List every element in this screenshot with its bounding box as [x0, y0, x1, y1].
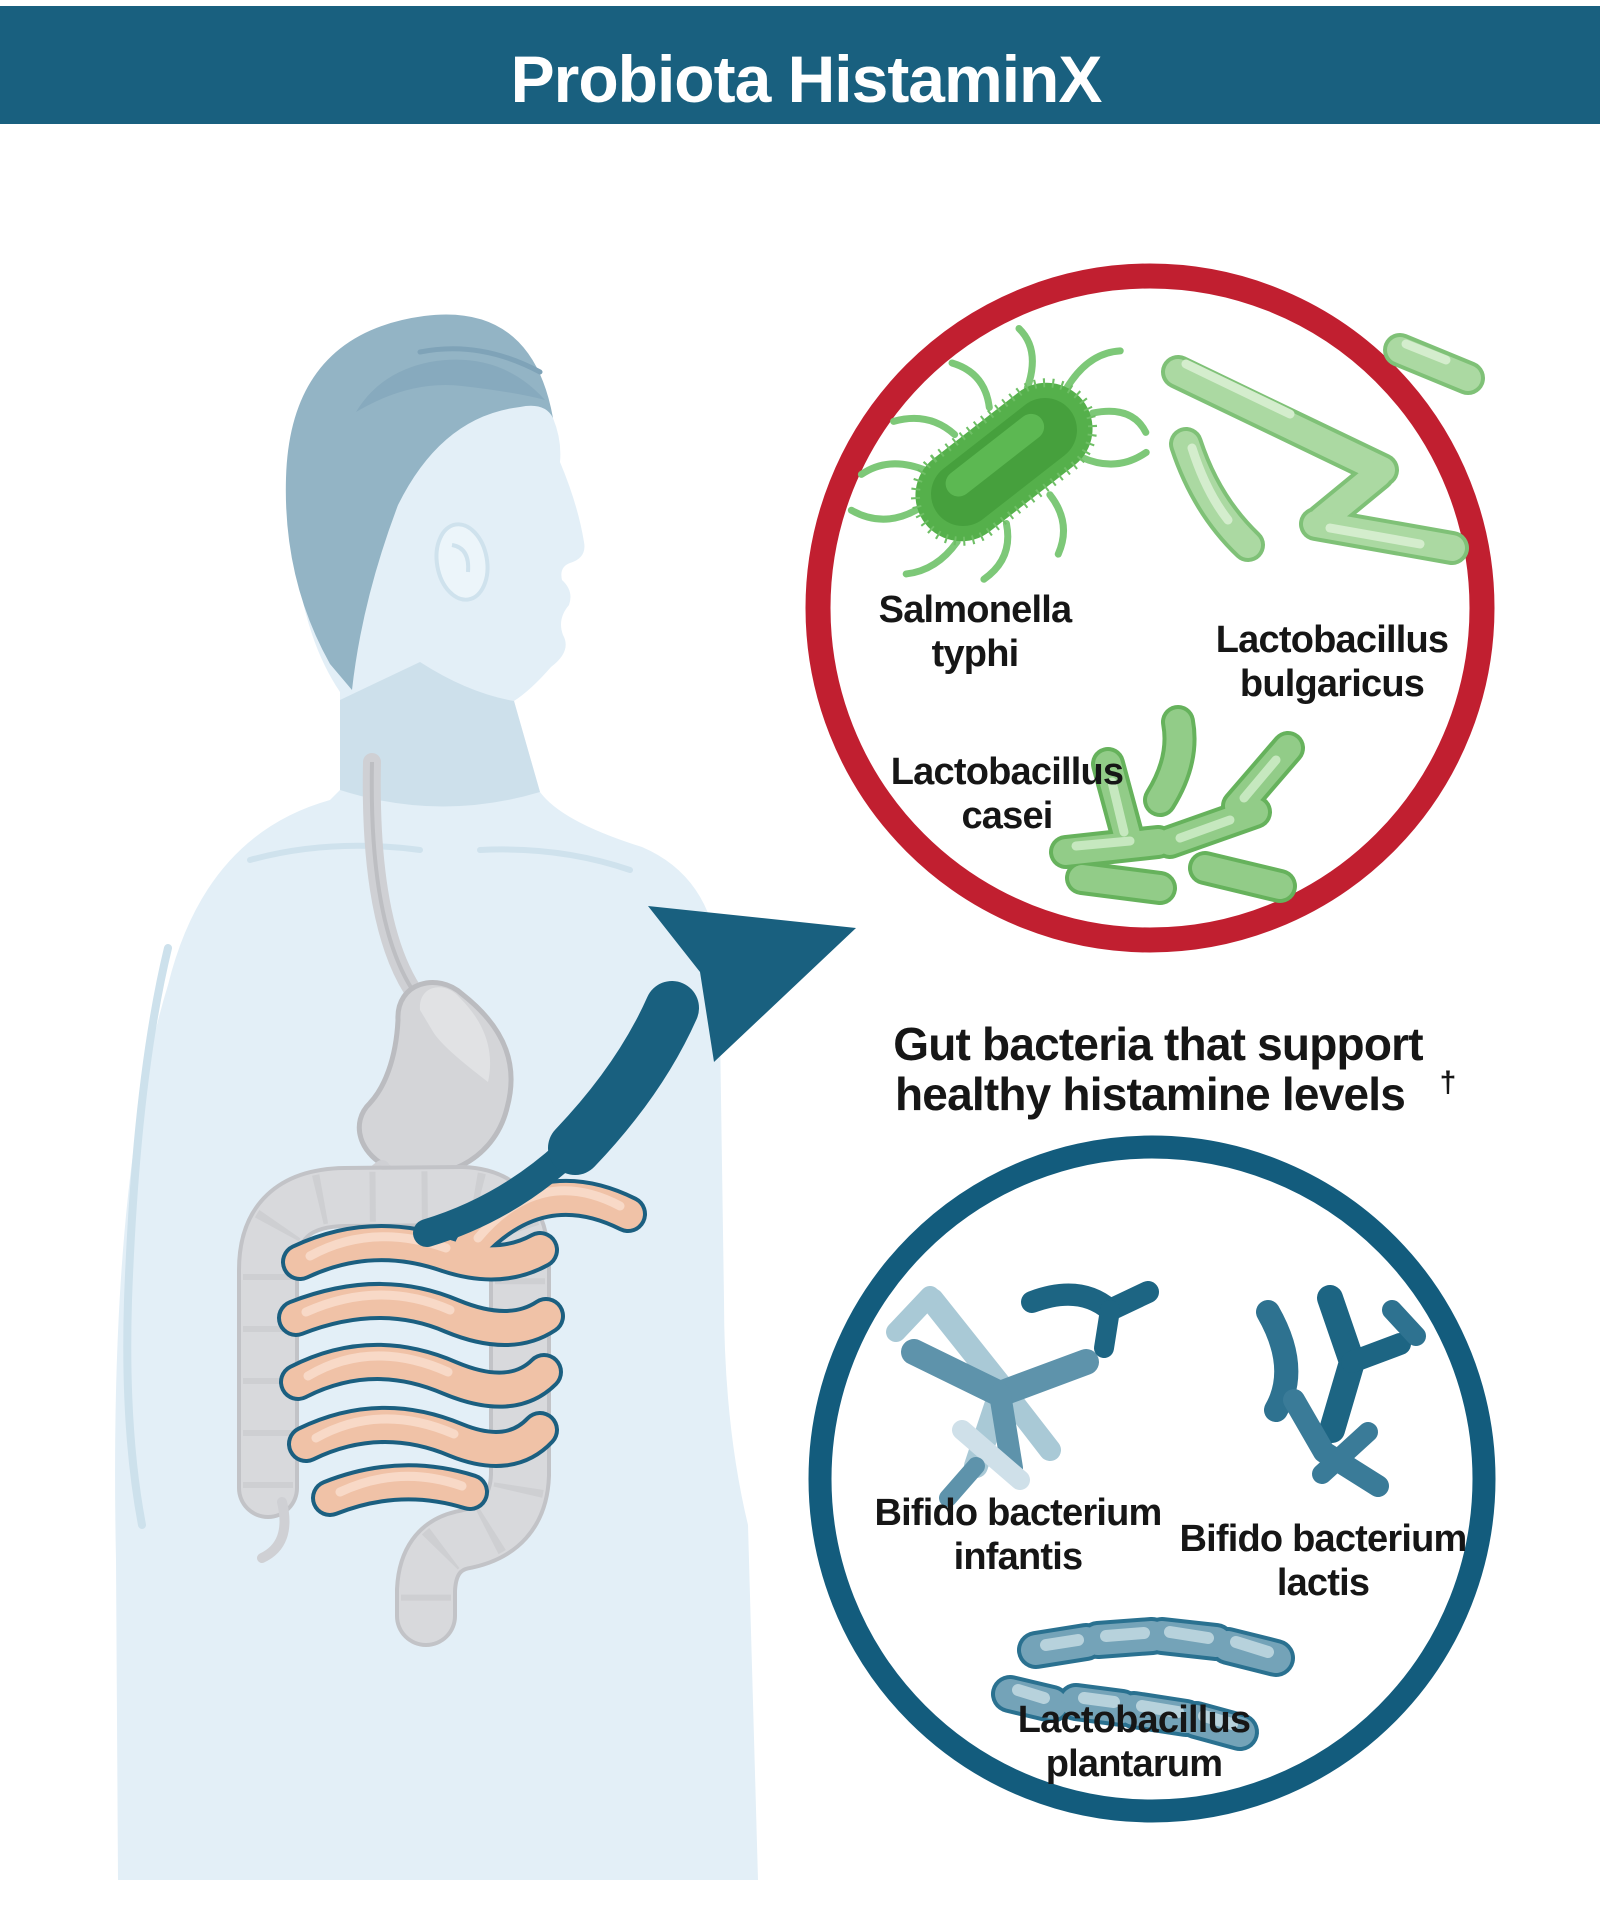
digestive-tract-icon [237, 753, 647, 1647]
ear-inner-line [451, 543, 471, 573]
caption-line-2: healthy histamine levels [895, 1068, 1405, 1120]
bifidobacterium-infantis-label-line2: infantis [954, 1536, 1083, 1578]
lactobacillus-casei-label-line1: Lactobacillus [891, 751, 1123, 793]
appendix-shape [257, 1497, 290, 1563]
collarbone-left-line [247, 842, 423, 863]
neck-shadow [340, 662, 540, 807]
arrow-head-shape [648, 906, 856, 1062]
hair-swoosh [356, 359, 545, 412]
salmonella-typhi-icon [847, 324, 1150, 583]
collarbone-right-line [477, 846, 633, 873]
bifidobacterium-lactis-label-line1: Bifido bacterium [1179, 1518, 1466, 1560]
hair-strand [417, 346, 543, 375]
salmonella-typhi-label-line1: Salmonella [879, 589, 1073, 631]
caption-line-1: Gut bacteria that support [893, 1018, 1423, 1070]
header-bar [0, 6, 1600, 124]
hair-shape [285, 314, 553, 690]
lactobacillus-plantarum-icon [991, 1617, 1295, 1751]
blue-circle-border [808, 1135, 1496, 1823]
page-title: Probiota HistaminX [511, 42, 1103, 116]
arm-crease-line [123, 944, 172, 1529]
ear-shape [434, 522, 490, 602]
harmful-bacteria-circle: Salmonella typhi Lactobacillus bulgaricu… [805, 263, 1495, 953]
bifidobacterium-lactis-icon [1256, 1285, 1426, 1497]
beneficial-bacteria-circle: Bifido bacterium infantis Bifido bacteri… [808, 1135, 1496, 1823]
lactobacillus-bulgaricus-label-line2: bulgaricus [1240, 663, 1424, 705]
bifidobacterium-lactis-label-line2: lactis [1277, 1562, 1369, 1604]
lactobacillus-bulgaricus-icon [1161, 333, 1485, 565]
lactobacillus-plantarum-label-line2: plantarum [1046, 1743, 1223, 1785]
curved-arrow-icon [413, 906, 856, 1247]
bifidobacterium-infantis-label-line1: Bifido bacterium [874, 1492, 1161, 1534]
lactobacillus-casei-label-line2: casei [961, 795, 1052, 837]
footnote-dagger: † [1440, 1066, 1457, 1099]
salmonella-typhi-label-line2: typhi [932, 633, 1019, 675]
lactobacillus-plantarum-label-line1: Lactobacillus [1018, 1699, 1250, 1741]
lactobacillus-bulgaricus-label-line1: Lactobacillus [1216, 619, 1448, 661]
lactobacillus-casei-icon [1049, 705, 1305, 905]
caption: Gut bacteria that support healthy histam… [893, 1018, 1456, 1120]
arrow-body-curve [548, 981, 699, 1175]
stomach-highlight [419, 987, 491, 1082]
bifidobacterium-infantis-icon [886, 1281, 1159, 1507]
